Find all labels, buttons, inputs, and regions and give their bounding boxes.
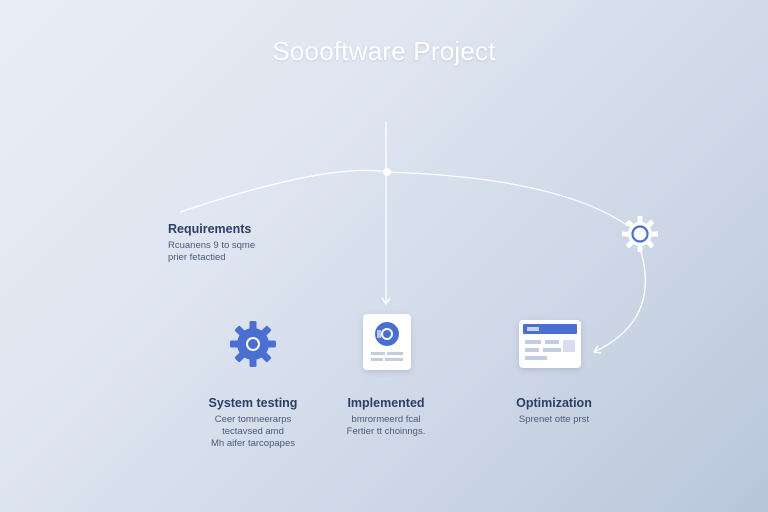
timeline-arc	[179, 169, 629, 227]
system-testing-desc-line: Mh aifer tarcopapes	[211, 438, 295, 449]
requirements-desc: Rcuanens 9 to sqme prier fetactied	[168, 240, 288, 264]
optimization-desc: Sprenet otte prst	[494, 414, 614, 426]
system-testing-node: System testing Ceer tomneerarps tectavse…	[193, 396, 313, 450]
curved-connector	[592, 247, 647, 354]
junction-node	[383, 168, 391, 176]
system-testing-desc-line: Ceer tomneerarps	[214, 414, 292, 425]
implemented-title: Implemented	[347, 396, 425, 410]
requirements-title: Requirements	[168, 222, 252, 236]
implemented-desc: bmrormeerd fcal Fertier tt choinngs.	[326, 414, 446, 438]
diagram-title: Soooftware Project	[272, 36, 496, 66]
optimization-node: Optimization Sprenet otte prst	[494, 396, 614, 426]
browser-window-icon	[519, 320, 581, 368]
system-testing-desc: Ceer tomneerarps tectavsed amd Mh aifer …	[193, 414, 313, 450]
settings-gear-icon	[620, 214, 660, 254]
system-testing-title: System testing	[208, 396, 298, 410]
gear-icon	[227, 318, 279, 370]
app-window-icon	[363, 314, 411, 370]
requirements-desc-line: prier fetactied	[168, 252, 226, 263]
optimization-desc-line: Sprenet otte prst	[518, 414, 590, 425]
optimization-title: Optimization	[516, 396, 592, 410]
implemented-desc-line: Fertier tt choinngs.	[346, 426, 426, 437]
implemented-node: Implemented bmrormeerd fcal Fertier tt c…	[326, 396, 446, 438]
implemented-desc-line: bmrormeerd fcal	[351, 414, 421, 425]
requirements-desc-line: Rcuanens 9 to sqme	[168, 240, 256, 251]
requirements-node: Requirements Rcuanens 9 to sqme prier fe…	[168, 222, 288, 264]
system-testing-desc-line: tectavsed amd	[222, 426, 284, 437]
